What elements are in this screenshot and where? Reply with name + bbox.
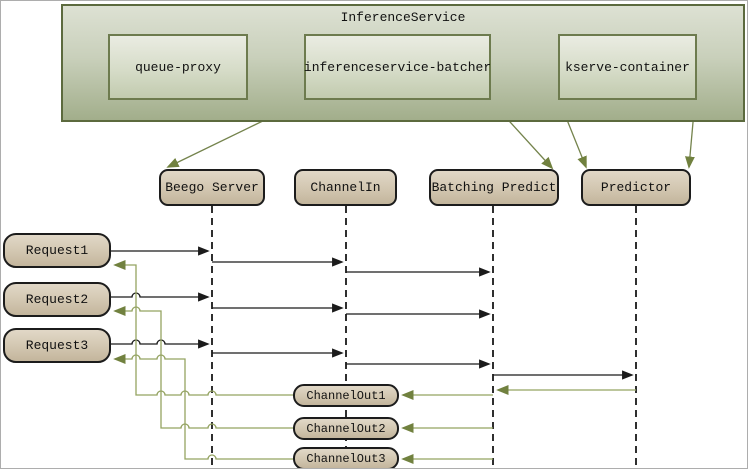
request3-box: Request3 (3, 328, 111, 363)
lifeline-channelin-label: ChannelIn (310, 180, 381, 195)
arrow-request3-to-beego (111, 339, 210, 349)
channelout2-box: ChannelOut2 (293, 417, 399, 440)
channelout1-box: ChannelOut1 (293, 384, 399, 407)
lifeline-predictor-label: Predictor (600, 180, 672, 195)
request2-box: Request2 (3, 282, 111, 317)
panel-title: InferenceService (340, 10, 466, 25)
lifeline-beego-server-label: Beego Server (165, 180, 259, 195)
channelout3-label: ChannelOut3 (306, 451, 386, 466)
request3-label: Request3 (25, 338, 89, 353)
lifeline-predictor: Predictor (581, 169, 691, 206)
arrow-channelout1-return-to-request1 (113, 260, 293, 396)
node-kserve-container: kserve-container (558, 34, 697, 100)
node-kserve-container-label: kserve-container (565, 59, 690, 75)
node-queue-proxy-label: queue-proxy (135, 59, 221, 75)
node-inferenceservice-batcher: inferenceservice-batcher (304, 34, 491, 100)
node-inferenceservice-batcher-label: inferenceservice-batcher (303, 59, 492, 75)
request1-label: Request1 (25, 243, 89, 258)
arrow-request2-to-beego (111, 292, 210, 302)
lifeline-batching-predict-label: Batching Predict (431, 180, 557, 195)
channelout1-label: ChannelOut1 (306, 388, 386, 403)
lifeline-batching-predict: Batching Predict (429, 169, 559, 206)
channelout2-label: ChannelOut2 (306, 421, 386, 436)
channelout3-box: ChannelOut3 (293, 447, 399, 468)
request1-box: Request1 (3, 233, 111, 268)
lifeline-beego-server: Beego Server (159, 169, 265, 206)
lifeline-channelin: ChannelIn (294, 169, 397, 206)
request2-label: Request2 (25, 292, 89, 307)
node-queue-proxy: queue-proxy (108, 34, 248, 100)
arrow-channelout3-return-to-request3 (113, 354, 293, 460)
arrow-channelout2-return-to-request2 (113, 306, 293, 429)
